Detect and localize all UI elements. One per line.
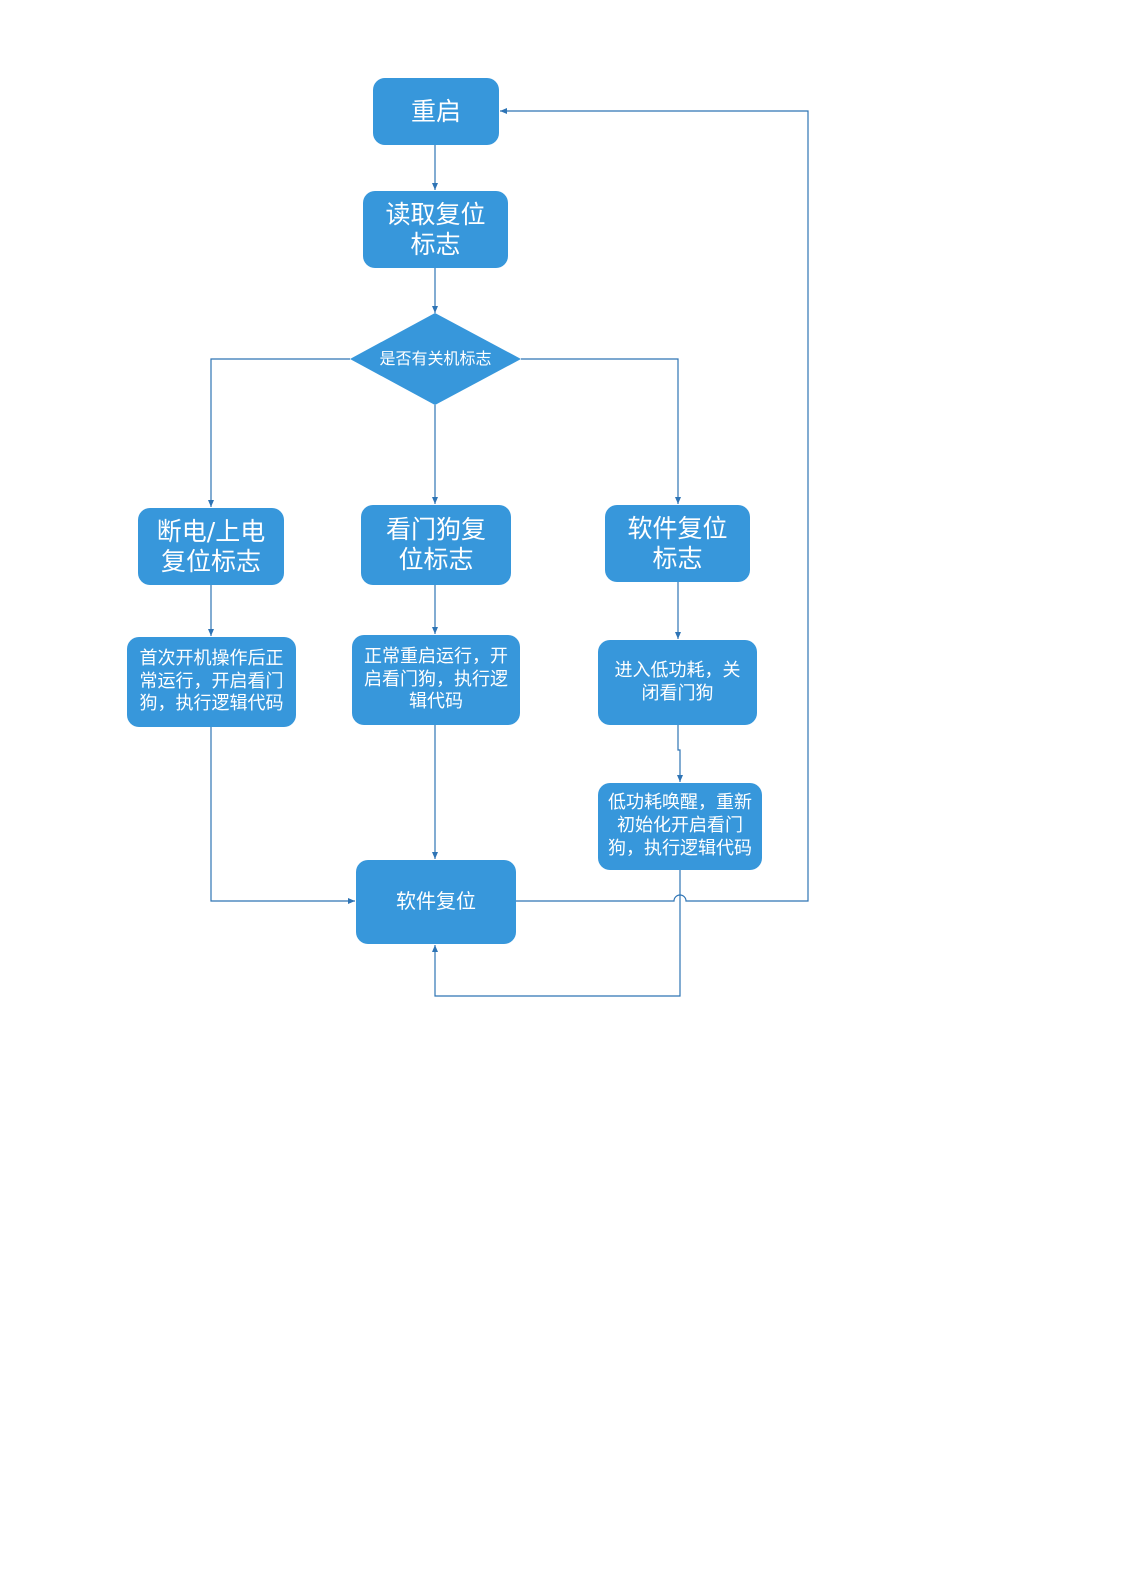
node-soft-flag[interactable]: 软件复位标志 [605, 505, 750, 582]
node-soft-reset[interactable]: 软件复位 [356, 860, 516, 944]
node-first-boot[interactable]: 首次开机操作后正常运行，开启看门狗，执行逻辑代码 [127, 637, 296, 727]
arrow-decision-to-soft [521, 358, 681, 504]
arrow-softreset-to-restart [500, 108, 809, 902]
arrow-decision-to-power [208, 358, 350, 507]
node-low-power[interactable]: 进入低功耗，关闭看门狗 [598, 640, 757, 725]
node-wake[interactable]: 低功耗唤醒，重新初始化开启看门狗，执行逻辑代码 [598, 783, 762, 870]
node-read-flag[interactable]: 读取复位标志 [363, 191, 508, 268]
node-normal-restart[interactable]: 正常重启运行，开启看门狗，执行逻辑代码 [352, 635, 520, 725]
node-wdt-flag[interactable]: 看门狗复位标志 [361, 505, 511, 585]
arrow-lowpower-to-wake [677, 725, 683, 782]
node-decision[interactable]: 是否有关机标志 [379, 349, 492, 368]
arrow-first-to-softreset [210, 727, 355, 904]
node-restart[interactable]: 重启 [373, 78, 499, 145]
node-power-flag[interactable]: 断电/上电复位标志 [138, 508, 284, 585]
arrow-wake-to-softreset [432, 870, 681, 997]
